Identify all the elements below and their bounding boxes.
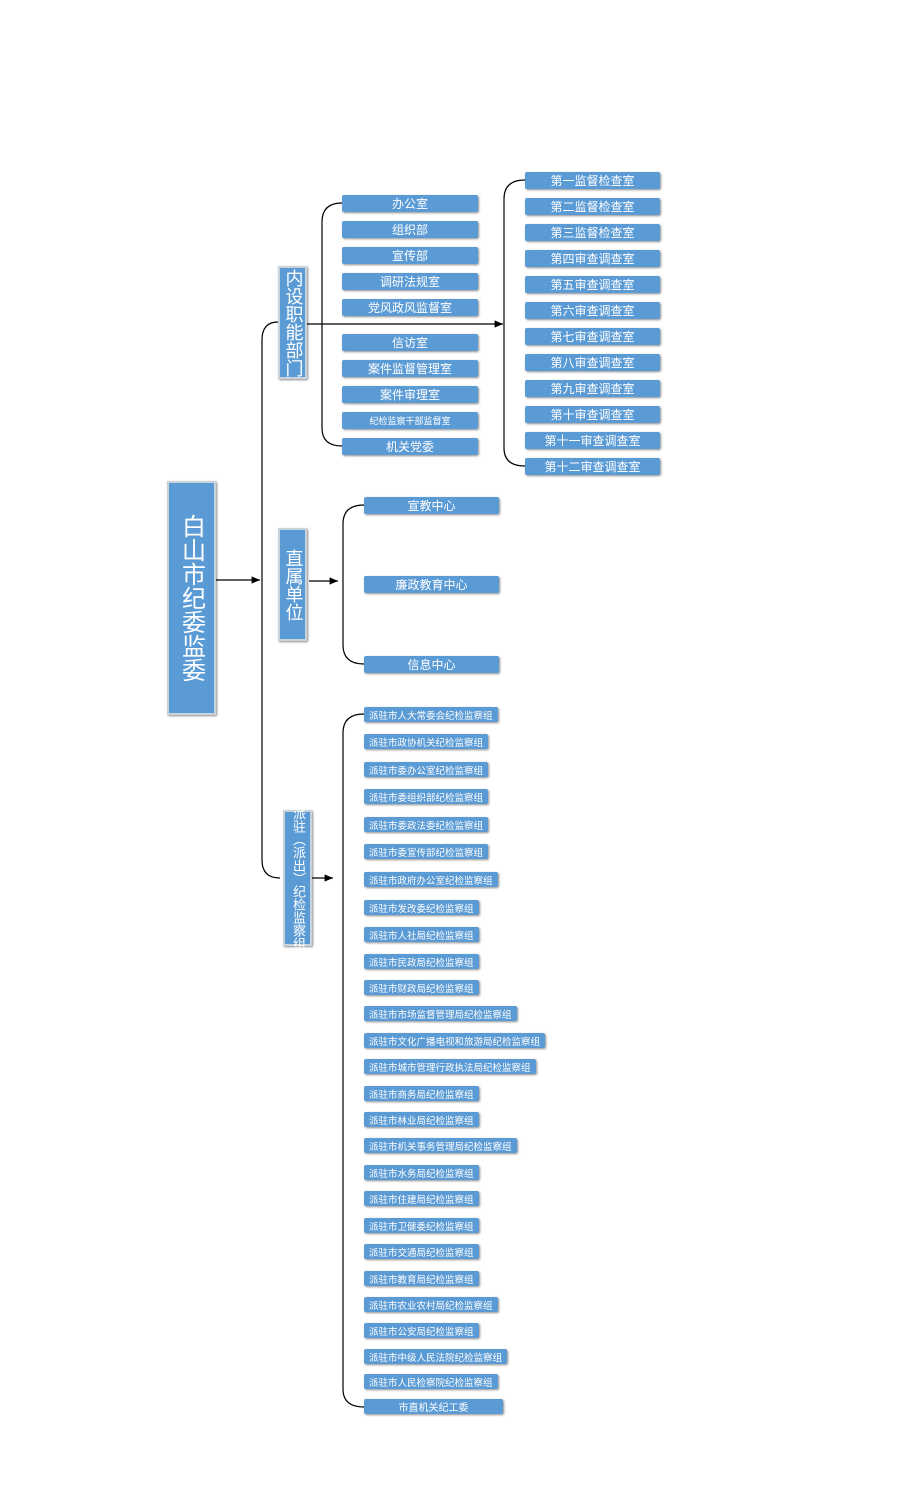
branch-posted-groups: 派驻（派出）纪检监察组 (283, 807, 312, 950)
office-item: 党风政风监督室 (342, 299, 478, 316)
rooms-brace (503, 179, 526, 467)
posted-group-item: 市直机关纪工委 (364, 1399, 503, 1414)
posted-group-item: 派驻市发改委纪检监察组 (364, 900, 479, 915)
room-item: 第十二审查调查室 (525, 458, 660, 475)
direct-unit-item: 廉政教育中心 (364, 576, 499, 593)
room-item: 第七审查调查室 (525, 328, 660, 345)
branch-inner-departments: 内设职能部门 (278, 266, 307, 379)
direct-unit-item: 信息中心 (364, 656, 499, 673)
direct-unit-item: 宣教中心 (364, 497, 499, 514)
posted-group-item: 派驻市政府办公室纪检监察组 (364, 872, 498, 887)
posted-group-item: 派驻市教育局纪检监察组 (364, 1271, 479, 1286)
posted-group-item: 派驻市城市管理行政执法局纪检监察组 (364, 1059, 536, 1074)
posted-group-item: 派驻市机关事务管理局纪检监察组 (364, 1138, 517, 1153)
office-item: 调研法规室 (342, 273, 478, 290)
offices-brace (321, 202, 343, 447)
root-node: 白山市纪委监委 (167, 481, 216, 715)
posted-group-item: 派驻市委政法委纪检监察组 (364, 817, 489, 832)
room-item: 第十审查调查室 (525, 406, 660, 423)
room-item: 第十一审查调查室 (525, 432, 660, 449)
posted-group-item: 派驻市委组织部纪检监察组 (364, 789, 489, 804)
office-item: 案件监督管理室 (342, 360, 478, 377)
posted-group-item: 派驻市文化广播电视和旅游局纪检监察组 (364, 1033, 546, 1048)
room-item: 第一监督检查室 (525, 172, 660, 189)
office-item: 案件审理室 (342, 386, 478, 403)
posted-group-item: 派驻市市场监督管理局纪检监察组 (364, 1006, 517, 1021)
posted-group-item: 派驻市人社局纪检监察组 (364, 927, 479, 942)
room-item: 第二监督检查室 (525, 198, 660, 215)
posted-group-item: 派驻市住建局纪检监察组 (364, 1191, 479, 1206)
room-item: 第五审查调查室 (525, 276, 660, 293)
office-item: 机关党委 (342, 438, 478, 455)
posted-group-item: 派驻市林业局纪检监察组 (364, 1112, 479, 1127)
posted-group-item: 派驻市人大常委会纪检监察组 (364, 707, 498, 722)
room-item: 第九审查调查室 (525, 380, 660, 397)
room-item: 第八审查调查室 (525, 354, 660, 371)
posted-group-item: 派驻市农业农村局纪检监察组 (364, 1297, 498, 1312)
office-item: 办公室 (342, 195, 478, 212)
office-item: 信访室 (342, 334, 478, 351)
room-item: 第四审查调查室 (525, 250, 660, 267)
office-item: 纪检监察干部监督室 (342, 412, 478, 429)
room-item: 第六审查调查室 (525, 302, 660, 319)
posted-group-item: 派驻市交通局纪检监察组 (364, 1244, 479, 1259)
posted-group-item: 派驻市民政局纪检监察组 (364, 954, 479, 969)
branch-direct-units: 直属单位 (278, 528, 307, 641)
posted-group-item: 派驻市委办公室纪检监察组 (364, 762, 489, 777)
posted-group-item: 派驻市公安局纪检监察组 (364, 1323, 479, 1338)
posted-group-item: 派驻市水务局纪检监察组 (364, 1165, 479, 1180)
posted-group-item: 派驻市委宣传部纪检监察组 (364, 844, 489, 859)
room-item: 第三监督检查室 (525, 224, 660, 241)
posted-group-item: 派驻市卫健委纪检监察组 (364, 1218, 479, 1233)
posted-group-item: 派驻市中级人民法院纪检监察组 (364, 1349, 508, 1364)
office-item: 组织部 (342, 221, 478, 238)
direct-brace (342, 504, 365, 665)
posted-group-item: 派驻市财政局纪检监察组 (364, 980, 479, 995)
posted-group-item: 派驻市商务局纪检监察组 (364, 1086, 479, 1101)
office-item: 宣传部 (342, 247, 478, 264)
posted-group-item: 派驻市政协机关纪检监察组 (364, 734, 489, 749)
posted-group-item: 派驻市人民检察院纪检监察组 (364, 1374, 498, 1389)
root-trunk (261, 321, 281, 879)
posted-brace (342, 713, 365, 1408)
